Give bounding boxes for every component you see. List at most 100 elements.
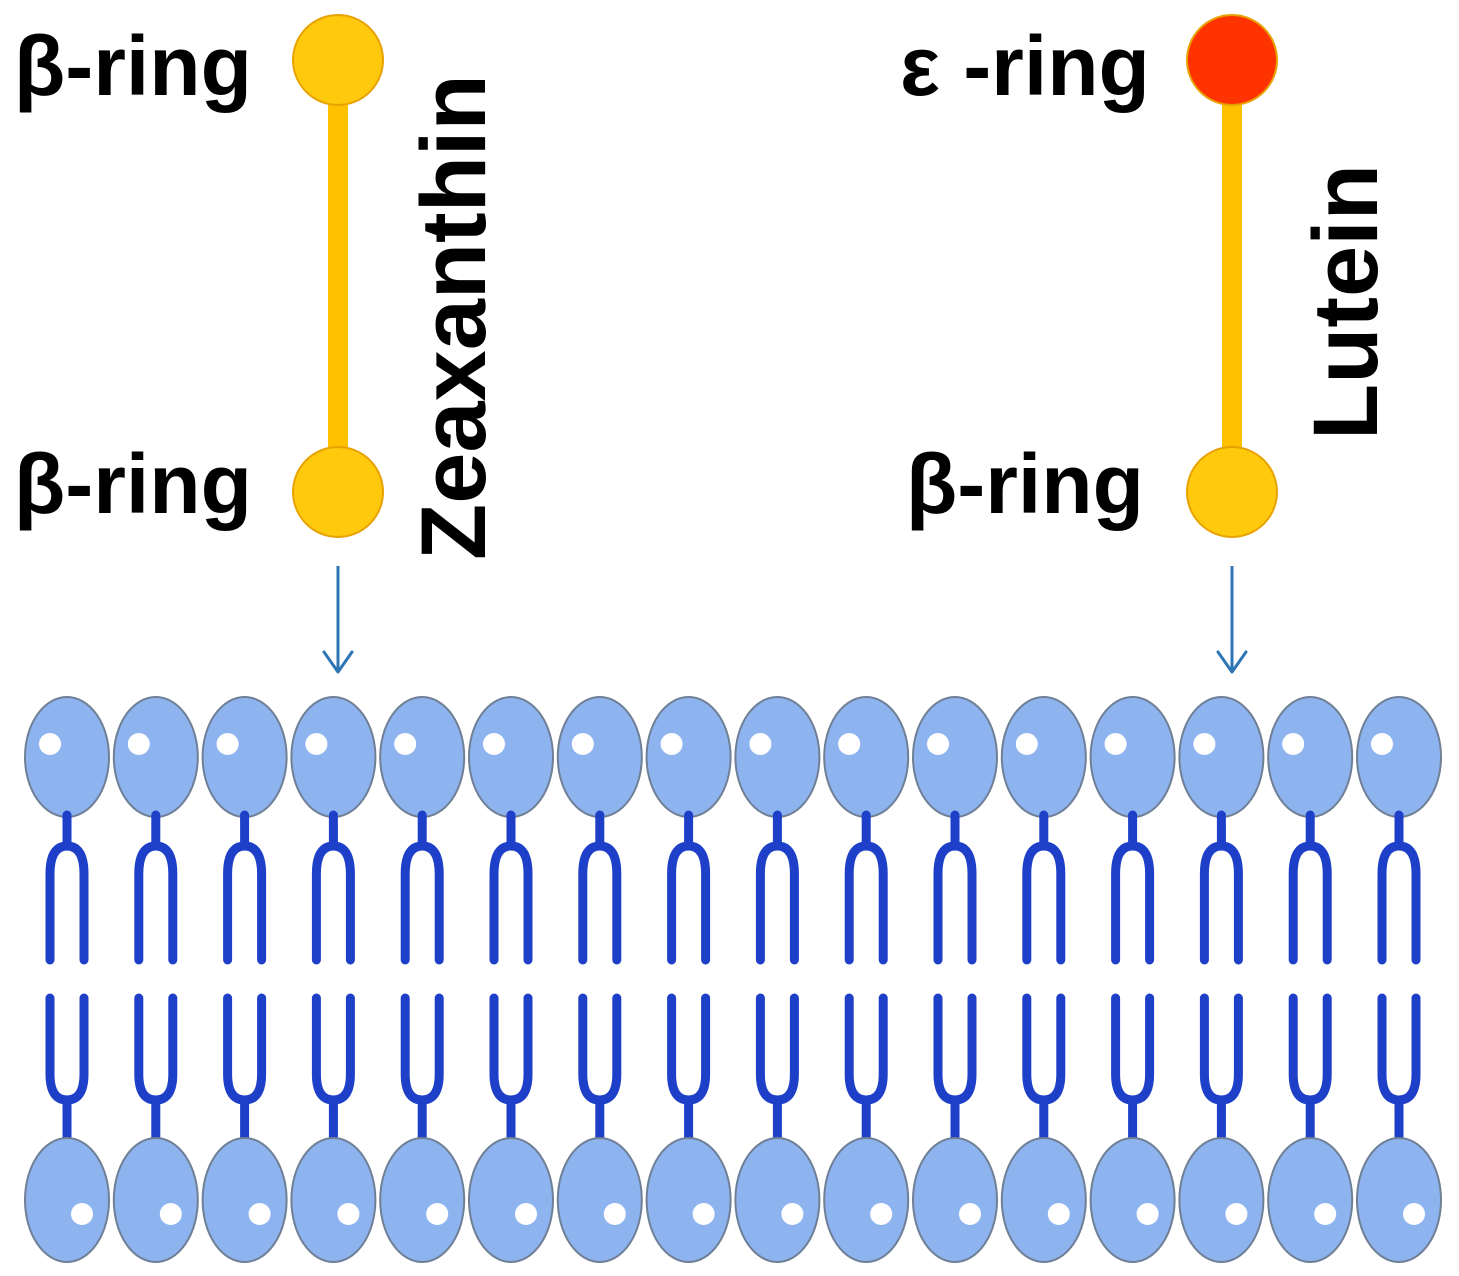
bottom-lipid-head xyxy=(201,1137,288,1263)
top-head-highlight xyxy=(1371,733,1393,755)
top-lipid-head xyxy=(912,696,998,818)
top-head-highlight xyxy=(1193,733,1216,755)
bottom-lipid-tails xyxy=(1022,993,1066,1145)
top-lipid-tails xyxy=(1288,810,1332,965)
bottom-lipid-head xyxy=(1000,1137,1087,1263)
lipid-pair xyxy=(1267,696,1354,1263)
top-lipid-tails xyxy=(223,810,267,965)
bottom-head-highlight xyxy=(1047,1203,1070,1225)
carotenoid-molecules xyxy=(292,14,1278,538)
lutein-bottom-ring-label: β-ring xyxy=(906,437,1144,531)
bottom-lipid-tails xyxy=(134,993,178,1145)
bottom-lipid-tails xyxy=(223,993,267,1145)
lipid-bilayer xyxy=(24,696,1442,1263)
molecule-zeaxanthin xyxy=(292,14,384,538)
bottom-lipid-tails xyxy=(489,993,533,1145)
bottom-lipid-tails xyxy=(667,993,711,1145)
top-head-highlight xyxy=(838,733,861,755)
top-lipid-head xyxy=(201,696,288,818)
bottom-lipid-head xyxy=(468,1137,554,1263)
bottom-lipid-head xyxy=(24,1137,110,1263)
bottom-head-highlight xyxy=(1403,1203,1425,1225)
lipid-pair xyxy=(734,696,821,1263)
zeaxanthin-name: Zeaxanthin xyxy=(403,74,505,560)
top-lipid-head xyxy=(556,696,643,818)
top-lipid-tails xyxy=(400,810,444,965)
top-lipid-head xyxy=(1000,696,1087,818)
bottom-head-highlight xyxy=(515,1203,537,1225)
bottom-head-highlight xyxy=(337,1203,360,1225)
bottom-lipid-tails xyxy=(1111,993,1155,1145)
zeaxanthin-top-ring-label: β-ring xyxy=(14,19,252,113)
top-head-highlight xyxy=(927,733,949,755)
polyene-chain xyxy=(1222,90,1242,462)
arrow-head xyxy=(322,650,354,674)
bottom-head-highlight xyxy=(71,1203,93,1225)
bottom-head-highlight xyxy=(692,1203,715,1225)
bottom-ring-circle xyxy=(1186,446,1278,538)
top-head-highlight xyxy=(571,733,594,755)
bottom-lipid-tails xyxy=(45,993,89,1145)
top-lipid-tails xyxy=(489,810,533,965)
bottom-head-highlight xyxy=(959,1203,981,1225)
bottom-head-highlight xyxy=(426,1203,449,1225)
bottom-head-highlight xyxy=(781,1203,804,1225)
lipid-pair xyxy=(468,696,554,1263)
top-lipid-tails xyxy=(755,810,799,965)
top-head-highlight xyxy=(749,733,772,755)
top-lipid-head xyxy=(290,696,377,818)
bottom-lipid-head xyxy=(290,1137,377,1263)
top-head-highlight xyxy=(127,733,150,755)
zeaxanthin-bottom-ring-label: β-ring xyxy=(14,437,252,531)
top-lipid-head xyxy=(379,696,466,818)
top-lipid-head xyxy=(734,696,821,818)
lutein-top-ring-label: ε -ring xyxy=(900,19,1150,113)
top-lipid-tails xyxy=(667,810,711,965)
top-lipid-tails xyxy=(311,810,355,965)
lipid-pair xyxy=(1178,696,1265,1263)
top-ring-circle xyxy=(1186,14,1278,106)
top-lipid-tails xyxy=(578,810,622,965)
bottom-lipid-head xyxy=(912,1137,998,1263)
bottom-head-highlight xyxy=(1225,1203,1248,1225)
bottom-lipid-tails xyxy=(933,993,977,1145)
lipid-pair xyxy=(112,696,199,1263)
top-lipid-head xyxy=(1356,696,1442,818)
top-lipid-tails xyxy=(1377,810,1421,965)
bottom-head-highlight xyxy=(603,1203,626,1225)
bottom-lipid-tails xyxy=(755,993,799,1145)
bottom-lipid-head xyxy=(112,1137,199,1263)
bottom-head-highlight xyxy=(159,1203,182,1225)
top-head-highlight xyxy=(305,733,328,755)
lipid-pair xyxy=(201,696,288,1263)
bottom-lipid-tails xyxy=(1199,993,1243,1145)
insertion-arrows xyxy=(322,566,1248,674)
top-lipid-tails xyxy=(1022,810,1066,965)
top-head-highlight xyxy=(216,733,239,755)
top-lipid-tails xyxy=(933,810,977,965)
top-ring-circle xyxy=(292,14,384,106)
bottom-lipid-head xyxy=(1267,1137,1354,1263)
top-head-highlight xyxy=(1015,733,1038,755)
insertion-arrow xyxy=(322,566,354,674)
top-lipid-head xyxy=(1267,696,1354,818)
top-lipid-tails xyxy=(844,810,888,965)
bottom-lipid-head xyxy=(734,1137,821,1263)
top-head-highlight xyxy=(39,733,61,755)
bottom-lipid-head xyxy=(823,1137,910,1263)
lipid-pair xyxy=(1089,696,1176,1263)
bottom-lipid-head xyxy=(1178,1137,1265,1263)
bottom-head-highlight xyxy=(1314,1203,1337,1225)
top-head-highlight xyxy=(1282,733,1305,755)
bottom-lipid-head xyxy=(1356,1137,1442,1263)
lipid-pair xyxy=(1356,696,1442,1263)
top-head-highlight xyxy=(1104,733,1127,755)
top-head-highlight xyxy=(660,733,683,755)
molecule-lutein xyxy=(1186,14,1278,538)
bottom-lipid-tails xyxy=(1288,993,1332,1145)
insertion-arrow xyxy=(1216,566,1248,674)
bottom-lipid-tails xyxy=(1377,993,1421,1145)
bottom-lipid-head xyxy=(1089,1137,1176,1263)
lipid-pair xyxy=(24,696,110,1263)
top-head-highlight xyxy=(394,733,417,755)
